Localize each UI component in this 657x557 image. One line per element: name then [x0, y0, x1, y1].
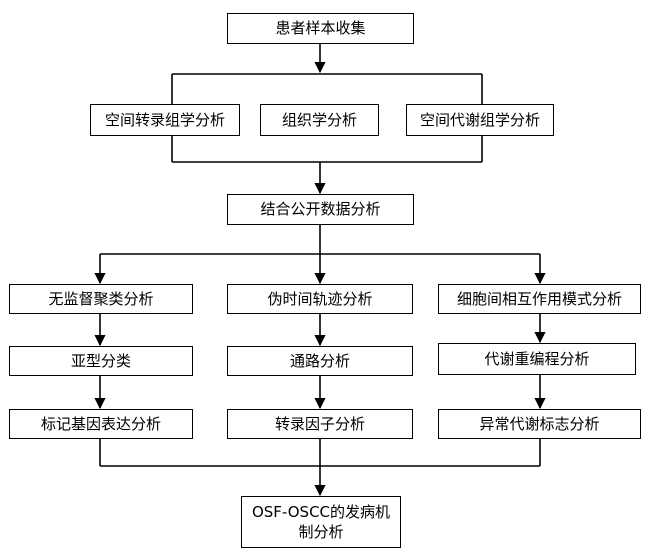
node-label: 标记基因表达分析	[40, 414, 161, 433]
node-label-line-1: OSF-OSCC的发病机	[251, 502, 391, 521]
node-transcription-factor: 转录因子分析	[227, 409, 413, 439]
node-label: 结合公开数据分析	[260, 200, 381, 219]
node-metabolic-reprogramming: 代谢重编程分析	[438, 343, 636, 375]
node-label: 通路分析	[289, 351, 350, 370]
node-label: 亚型分类	[70, 351, 131, 370]
node-label: 患者样本收集	[275, 19, 366, 38]
node-sample-collection: 患者样本收集	[227, 13, 414, 44]
node-pathway: 通路分析	[227, 346, 413, 376]
node-label-line-2: 制分析	[298, 523, 344, 541]
node-label: 转录因子分析	[274, 414, 365, 433]
node-label: 空间转录组学分析	[104, 110, 225, 129]
node-label: 空间代谢组学分析	[419, 110, 540, 129]
node-label: 细胞间相互作用模式分析	[456, 289, 622, 308]
node-label: 组织学分析	[281, 110, 357, 129]
node-subtype: 亚型分类	[9, 346, 193, 376]
node-marker-gene: 标记基因表达分析	[9, 409, 193, 439]
node-spatial-transcriptomics: 空间转录组学分析	[90, 104, 240, 136]
node-label: 异常代谢标志分析	[479, 414, 600, 433]
node-public-data: 结合公开数据分析	[227, 194, 414, 225]
node-label: 无监督聚类分析	[48, 289, 154, 308]
node-cell-interaction: 细胞间相互作用模式分析	[438, 284, 641, 314]
node-abnormal-metabolic-marker: 异常代谢标志分析	[438, 409, 641, 439]
node-histology: 组织学分析	[260, 104, 379, 136]
node-mechanism-analysis: OSF-OSCC的发病机 制分析	[241, 496, 401, 548]
node-unsupervised-clustering: 无监督聚类分析	[9, 284, 193, 314]
node-label: 伪时间轨迹分析	[267, 289, 373, 308]
node-label: 代谢重编程分析	[484, 349, 590, 368]
node-pseudotime: 伪时间轨迹分析	[227, 284, 413, 314]
node-spatial-metabolomics: 空间代谢组学分析	[406, 104, 554, 136]
